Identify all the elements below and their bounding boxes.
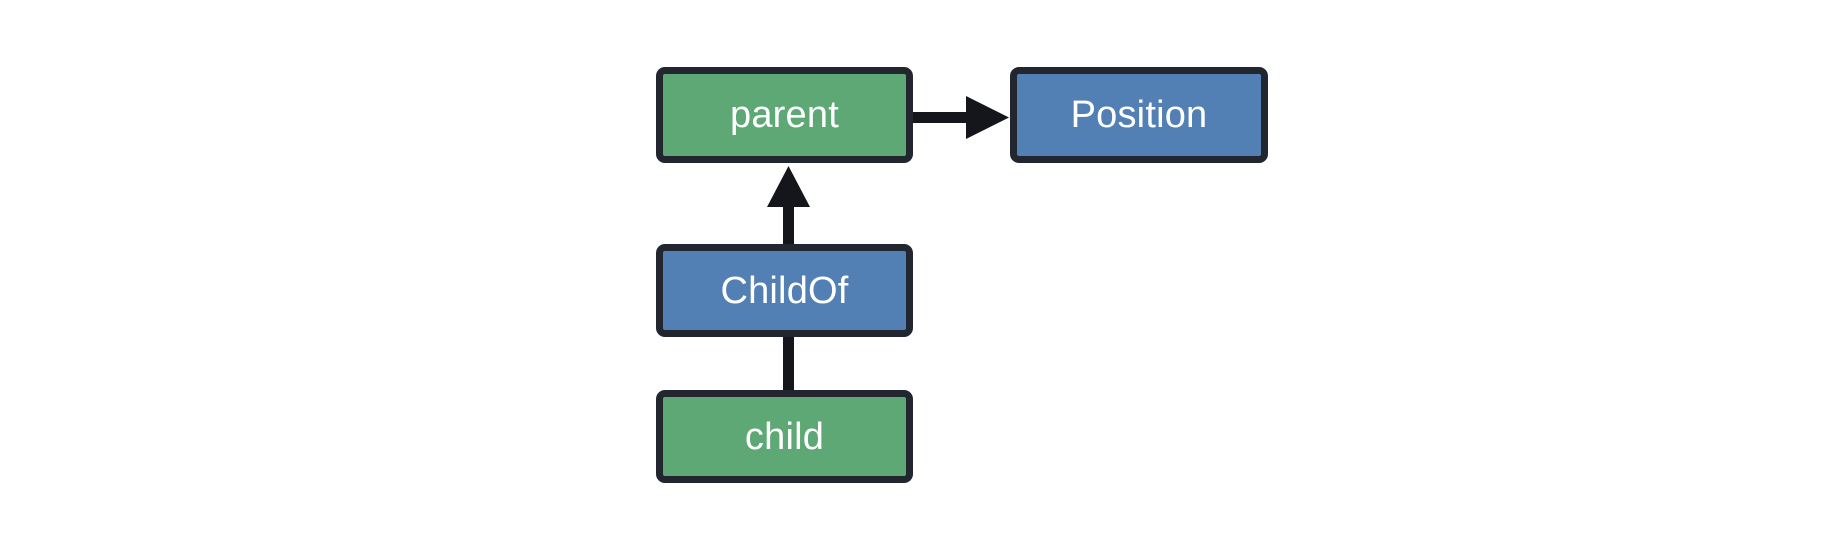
edge-childof-to-parent-shaft xyxy=(783,196,794,246)
node-parent[interactable]: parent xyxy=(656,67,913,163)
node-position[interactable]: Position xyxy=(1010,67,1268,163)
edge-childof-to-parent xyxy=(767,166,810,246)
node-parent-label: parent xyxy=(730,94,839,136)
edge-childof-to-parent-arrowhead xyxy=(767,166,810,207)
node-childof-label: ChildOf xyxy=(720,269,849,312)
edge-child-to-childof xyxy=(783,335,794,392)
node-child-label: child xyxy=(744,415,825,458)
node-position-label: Position xyxy=(1070,94,1208,136)
edge-parent-to-position-shaft xyxy=(911,112,969,123)
edge-parent-to-position-arrowhead xyxy=(966,96,1009,139)
node-child[interactable]: child xyxy=(656,390,913,483)
edge-parent-to-position xyxy=(911,96,1009,139)
node-childof[interactable]: ChildOf xyxy=(656,244,913,337)
edge-child-to-childof-line xyxy=(783,335,794,392)
